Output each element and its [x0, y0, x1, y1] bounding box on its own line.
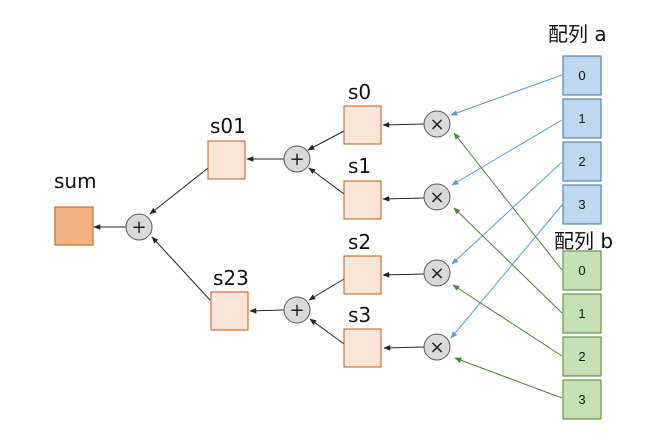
- node-sum-box: [54, 206, 94, 246]
- multiply-operator: ×: [423, 110, 451, 138]
- arrow-s2-to-add23: [308, 278, 345, 301]
- arrow-s0-to-add01: [307, 130, 345, 151]
- array-a-cell-box: [562, 141, 602, 182]
- array-a-cell: 2: [562, 141, 602, 182]
- array-a-cell-label: 1: [578, 111, 585, 126]
- node-s1-box: [343, 180, 382, 220]
- node-s2: s2: [343, 230, 382, 295]
- array-b-cell-box: [562, 336, 602, 377]
- node-s3: s3: [343, 303, 382, 368]
- node-sum: sum: [54, 169, 97, 246]
- node-s23: s23: [210, 266, 249, 331]
- node-s3-label: s3: [348, 303, 371, 327]
- multiply-icon: ×: [429, 337, 444, 358]
- array-b-cell-label: 1: [578, 306, 585, 321]
- node-s23-label: s23: [213, 266, 249, 290]
- array-b-cell-box: [562, 293, 602, 334]
- array-a-title: 配列 a: [548, 22, 607, 46]
- array-b-cell-label: 3: [578, 392, 585, 407]
- array-a-cell-label: 0: [578, 68, 585, 83]
- plus-icon: +: [131, 217, 146, 238]
- node-s01-box: [207, 140, 246, 180]
- arrow-mul3-to-s3: [383, 345, 425, 351]
- array-b: 配列 b 0 1 2 3: [554, 229, 613, 420]
- multiply-operator: ×: [423, 183, 451, 211]
- add-operator-01: +: [283, 145, 311, 173]
- multiply-circle: [423, 183, 451, 211]
- arrow-add23-to-s23: [249, 308, 285, 314]
- arrow-b3-to-mul3: [454, 357, 563, 399]
- arrow-a3-to-mul3: [450, 204, 563, 339]
- node-s23-box: [210, 291, 249, 331]
- arrow-a0-to-mul0: [450, 74, 563, 116]
- array-a-cell: 1: [562, 98, 602, 139]
- multiply-operator: ×: [423, 333, 451, 361]
- add-circle: [283, 145, 311, 173]
- array-b-cell-label: 0: [578, 263, 585, 278]
- add-operator-sum: +: [125, 213, 153, 241]
- array-a-cell-box: [562, 98, 602, 139]
- arrow-a2-to-mul2: [451, 161, 563, 265]
- arrow-mul0-to-s0: [382, 122, 425, 128]
- array-b-cell: 2: [562, 336, 602, 377]
- multiply-circle: [423, 333, 451, 361]
- tree-arrows: [93, 122, 425, 351]
- multiply-operators: × × × ×: [423, 110, 451, 361]
- plus-icon: +: [289, 149, 304, 170]
- node-s2-label: s2: [348, 230, 371, 254]
- arrow-mul1-to-s1: [382, 196, 425, 202]
- array-b-cell: 1: [562, 293, 602, 334]
- add-operators-level1: + +: [283, 145, 311, 324]
- array-b-title: 配列 b: [554, 229, 613, 253]
- node-s01: s01: [207, 114, 246, 180]
- add-operator-23: +: [283, 296, 311, 324]
- array-a-cell-label: 2: [578, 154, 585, 169]
- arrow-a1-to-mul1: [451, 119, 563, 186]
- arrow-mul2-to-s2: [382, 272, 425, 278]
- node-s0-label: s0: [348, 80, 371, 104]
- add-circle: [125, 213, 153, 241]
- array-a-arrows: [450, 74, 563, 339]
- node-s0: s0: [343, 80, 382, 145]
- plus-icon: +: [289, 300, 304, 321]
- array-a-cell-label: 3: [578, 197, 585, 212]
- node-sum-label: sum: [54, 169, 97, 193]
- array-b-cell-box: [562, 379, 602, 420]
- arrow-s01-to-addsum: [149, 167, 209, 215]
- multiply-icon: ×: [429, 187, 444, 208]
- partial-sum-nodes: s0 s1 s2 s3: [343, 80, 382, 368]
- array-b-cell-box: [562, 250, 602, 291]
- arrow-s23-to-addsum: [151, 236, 211, 301]
- array-b-cell-label: 2: [578, 349, 585, 364]
- node-s3-box: [343, 328, 382, 368]
- arrow-s3-to-add23: [309, 318, 345, 345]
- array-b-cell: 0: [562, 250, 602, 291]
- array-a: 配列 a 0 1 2 3: [548, 22, 607, 225]
- arrow-s1-to-add01: [308, 167, 345, 195]
- multiply-circle: [423, 110, 451, 138]
- array-a-cell-box: [562, 184, 602, 225]
- array-a-cell-box: [562, 55, 602, 96]
- node-s01-label: s01: [210, 114, 246, 138]
- multiply-icon: ×: [429, 263, 444, 284]
- array-b-cell: 3: [562, 379, 602, 420]
- node-s1: s1: [343, 154, 382, 220]
- array-a-cell: 0: [562, 55, 602, 96]
- multiply-operator: ×: [423, 259, 451, 287]
- node-s0-box: [343, 105, 382, 145]
- array-b-arrows: [452, 132, 563, 399]
- add-circle: [283, 296, 311, 324]
- node-s1-label: s1: [348, 154, 371, 178]
- multiply-icon: ×: [429, 114, 444, 135]
- node-s2-box: [343, 255, 382, 295]
- arrow-b2-to-mul2: [452, 284, 563, 357]
- array-a-cell: 3: [562, 184, 602, 225]
- arrow-b1-to-mul1: [453, 207, 563, 314]
- arrow-b0-to-mul0: [453, 132, 563, 271]
- multiply-circle: [423, 259, 451, 287]
- partial-sum-nodes-level2: s01 s23: [207, 114, 249, 331]
